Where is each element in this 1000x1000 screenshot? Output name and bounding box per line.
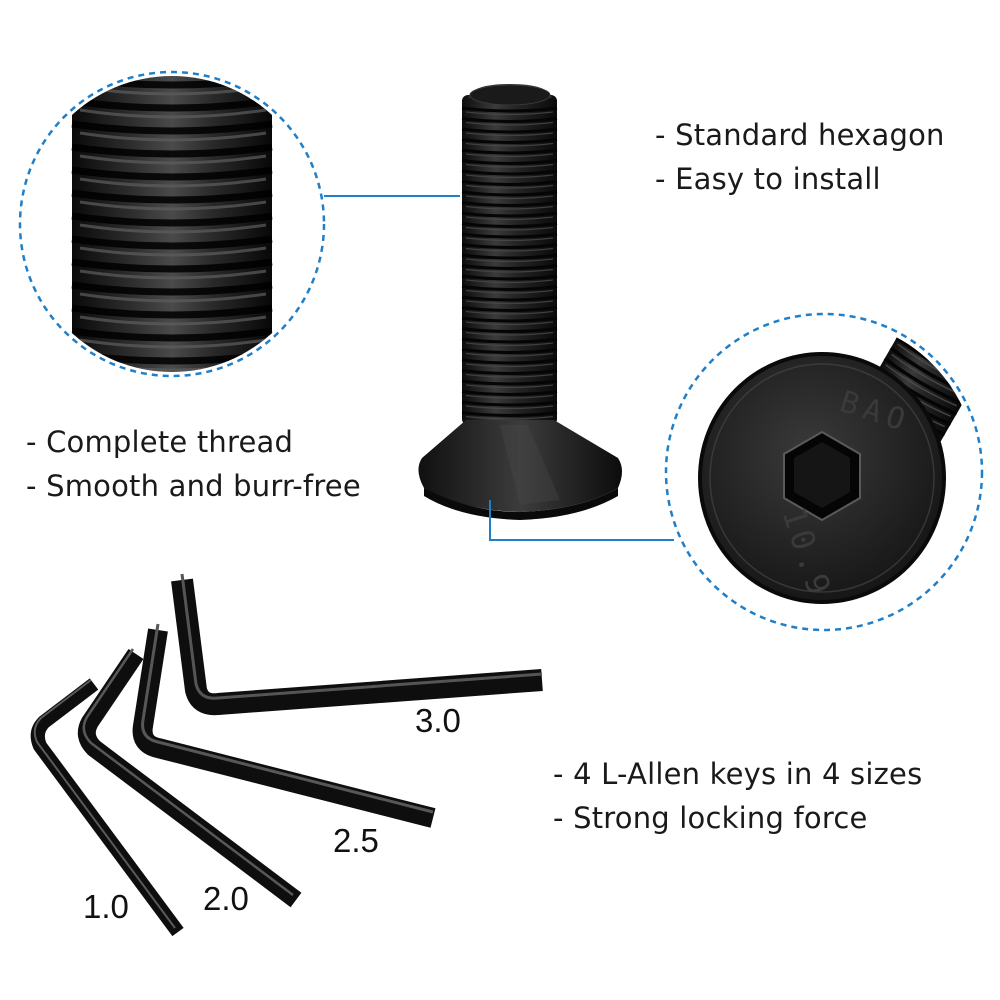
allen-key-2-5	[132, 623, 436, 828]
allen-key-3-0	[171, 573, 543, 716]
feature-easy-install: - Easy to install	[655, 162, 881, 196]
feature-standard-hexagon: - Standard hexagon	[655, 118, 945, 152]
allen-key-1-0	[30, 678, 184, 937]
allen-keys-set	[30, 573, 543, 937]
thread-zoom-image	[71, 76, 273, 372]
feature-list-thread: - Complete thread - Smooth and burr-free	[26, 420, 361, 508]
head-leader-line	[489, 500, 674, 541]
feature-allen-keys: - 4 L-Allen keys in 4 sizes	[553, 757, 923, 791]
feature-list-hexagon: - Standard hexagon - Easy to install	[655, 113, 945, 201]
allen-key-label-2-5: 2.5	[333, 822, 379, 859]
thread-zoom-outline	[18, 70, 326, 378]
allen-key-label-1-0: 1.0	[83, 888, 129, 925]
head-zoom-circle: BAO 10.9	[664, 312, 984, 632]
allen-key-label-3-0: 3.0	[415, 702, 461, 739]
head-zoom-outline	[664, 312, 984, 632]
countersunk-screw	[418, 84, 622, 520]
allen-key-label-2-0: 2.0	[203, 880, 249, 917]
screw-head	[418, 420, 622, 512]
allen-key-2-0	[77, 648, 302, 908]
feature-burr-free: - Smooth and burr-free	[26, 469, 361, 503]
feature-list-keys: - 4 L-Allen keys in 4 sizes - Strong loc…	[553, 752, 922, 840]
feature-locking-force: - Strong locking force	[553, 801, 868, 835]
feature-complete-thread: - Complete thread	[26, 425, 294, 459]
head-zoom-image: BAO 10.9	[671, 319, 977, 625]
thread-zoom-circle	[18, 70, 326, 378]
